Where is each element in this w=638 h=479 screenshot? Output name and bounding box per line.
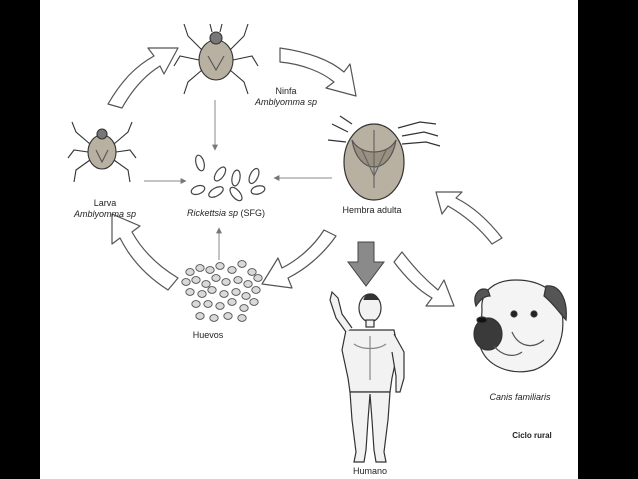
arrow-adult-to-dog (393, 251, 455, 307)
egg (215, 262, 225, 270)
larva-label: Larva Amblyomma sp (60, 198, 150, 220)
larva-tick-icon (67, 121, 137, 183)
egg (209, 314, 219, 322)
rickettsia-species: Rickettsia sp (186, 208, 238, 218)
egg (227, 298, 237, 306)
rickettsia-group: (SFG) (240, 208, 266, 218)
egg (231, 288, 241, 296)
egg (197, 290, 207, 298)
larva-species: Amblyomma sp (73, 209, 136, 219)
egg (243, 280, 253, 288)
egg (195, 264, 205, 272)
cycle-arrow-eggs-to-larva (111, 213, 179, 291)
egg (215, 302, 225, 310)
life-cycle-artwork (67, 23, 567, 463)
eggs-cluster-icon (181, 260, 263, 322)
dog-species: Canis familiaris (489, 392, 551, 402)
larva-name: Larva (93, 198, 117, 208)
egg (227, 266, 237, 274)
egg (203, 300, 213, 308)
dog-head-icon (473, 279, 567, 373)
adult-female-label: Hembra adulta (342, 205, 402, 215)
rickettsia-label: Rickettsia sp (SFG) (166, 208, 286, 219)
egg (233, 276, 243, 284)
nymph-species: Amblyomma sp (254, 97, 317, 107)
egg (247, 268, 257, 276)
arrow-dog-to-adult (435, 191, 503, 245)
egg (195, 312, 205, 320)
dog-label: Canis familiaris (470, 392, 570, 403)
adult-female-tick-icon (327, 115, 441, 201)
diagram-panel: Ninfa Amblyomma sp Larva Amblyomma sp He… (40, 0, 578, 479)
cycle-label: Ciclo rural (512, 431, 552, 440)
arrow-adult-to-human (347, 241, 385, 287)
egg (223, 312, 233, 320)
nymph-label: Ninfa Amblyomma sp (246, 86, 326, 108)
eggs-label: Huevos (192, 330, 224, 340)
egg (237, 260, 247, 268)
nymph-name: Ninfa (275, 86, 297, 96)
egg (237, 314, 247, 322)
egg (191, 300, 201, 308)
egg (211, 274, 221, 282)
egg (207, 286, 217, 294)
egg (239, 304, 249, 312)
egg (185, 268, 195, 276)
egg (219, 290, 229, 298)
egg (249, 298, 259, 306)
egg (241, 292, 251, 300)
egg (185, 288, 195, 296)
egg (201, 280, 211, 288)
cycle-arrow-adult-to-eggs (261, 229, 337, 289)
human-figure-icon (329, 290, 405, 463)
nymph-tick-icon (173, 23, 259, 95)
cycle-arrow-larva-to-nymph (107, 47, 179, 109)
egg (253, 274, 263, 282)
human-label: Humano (352, 466, 388, 476)
egg (251, 286, 261, 294)
cycle-arrow-nymph-to-adult (279, 47, 357, 97)
egg (181, 278, 191, 286)
egg (221, 278, 231, 286)
egg (191, 276, 201, 284)
rickettsia-bacteria-icon (190, 154, 266, 202)
egg (205, 266, 215, 274)
